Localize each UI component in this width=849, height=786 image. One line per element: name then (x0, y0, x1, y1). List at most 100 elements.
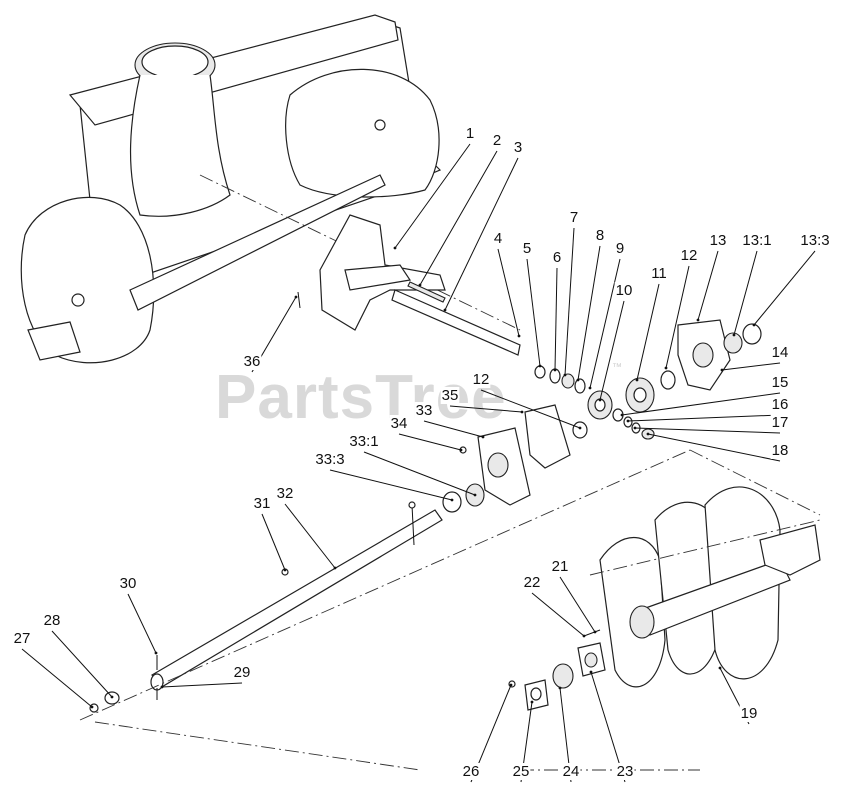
callout-leader-30 (127, 593, 157, 654)
callout-label-bg (770, 344, 790, 361)
callout-leader-33-1 (363, 451, 476, 496)
callout-leader-27 (21, 648, 93, 708)
callout-leader-33-3 (329, 469, 453, 501)
callout-label-bg (314, 451, 346, 468)
callout-arrowhead-4 (517, 334, 521, 338)
callout-leader-8 (577, 245, 601, 381)
callout-label-25: 25 (513, 763, 530, 780)
callout-arrowhead-12 (664, 366, 668, 370)
callout-arrowhead-1 (393, 246, 397, 250)
callout-label-bg (561, 763, 581, 780)
callout-label-11: 11 (651, 265, 667, 282)
callout-leader-12 (665, 265, 690, 369)
callout-label-18: 18 (772, 442, 789, 459)
callout-arrowhead-13-1 (732, 333, 736, 337)
callout-label-35: 35 (442, 387, 459, 404)
callout-label-36: 36 (244, 353, 261, 370)
callout-label-26: 26 (463, 763, 480, 780)
callout-label-30: 30 (120, 575, 137, 592)
watermark-trademark: ™ (612, 362, 622, 373)
callout-arrowhead-31 (283, 568, 287, 572)
callout-label-bg (739, 705, 759, 722)
callout-arrowhead-5 (538, 364, 542, 368)
callout-leader-2 (419, 150, 498, 286)
callout-label-4: 4 (494, 230, 502, 247)
callout-arrowhead-2 (418, 283, 422, 287)
callout-label-29: 29 (234, 664, 251, 681)
callout-label-bg (614, 240, 626, 257)
callout-label-bg (741, 232, 773, 249)
callout-label-13-3: 13:3 (800, 232, 829, 249)
callout-label-22: 22 (524, 574, 541, 591)
callout-arrowhead-34 (459, 448, 463, 452)
callout-arrowhead-29 (160, 685, 164, 689)
callout-arrowhead-33 (481, 435, 485, 439)
callout-label-14: 14 (772, 344, 789, 361)
drive-shaft (391, 281, 521, 356)
callout-label-27: 27 (14, 630, 31, 647)
callout-label-16: 16 (772, 396, 789, 413)
callout-arrowhead-8 (576, 378, 580, 382)
callout-arrowhead-17 (633, 426, 637, 430)
callout-label-bg (275, 485, 295, 502)
callout-arrowhead-24 (558, 686, 562, 690)
callout-arrowhead-13-3 (752, 323, 756, 327)
callout-arrowhead-22 (582, 634, 586, 638)
impeller-bracket (297, 214, 446, 331)
callout-label-13-1: 13:1 (742, 232, 771, 249)
callout-leader-12 (480, 389, 581, 429)
callout-leader-11 (636, 283, 660, 381)
callout-label-31: 31 (254, 495, 271, 512)
callout-label-1: 1 (466, 125, 474, 142)
callout-label-bg (348, 433, 380, 450)
callout-leader-29 (161, 682, 243, 688)
callout-label-13: 13 (710, 232, 727, 249)
callout-arrowhead-7 (563, 373, 567, 377)
callout-label-bg (770, 414, 790, 431)
callout-leader-21 (559, 576, 596, 633)
callout-leader-1 (394, 143, 471, 249)
callout-label-bg (708, 232, 728, 249)
auger-housing (20, 14, 521, 364)
callout-label-bg (799, 232, 831, 249)
callout-arrowhead-30 (154, 651, 158, 655)
callout-label-bg (650, 265, 668, 282)
callout-leader-32 (284, 503, 336, 569)
callout-label-bg (512, 139, 524, 156)
callout-arrowhead-32 (333, 566, 337, 570)
callout-label-bg (414, 402, 434, 419)
callout-label-12: 12 (473, 371, 490, 388)
callout-arrowhead-19 (718, 666, 722, 670)
callout-leader-17 (634, 427, 781, 434)
callout-arrowhead-11 (635, 378, 639, 382)
callout-leader-13-3 (753, 250, 816, 326)
bearing-flange-set (508, 629, 606, 711)
callout-leader-16 (627, 414, 781, 422)
callout-arrowhead-16 (626, 419, 630, 423)
callout-arrowhead-25 (530, 700, 534, 704)
callout-arrowhead-13 (696, 318, 700, 322)
callout-label-32: 32 (277, 485, 294, 502)
callout-label-7: 7 (570, 209, 578, 226)
callout-leader-13 (697, 250, 719, 321)
callout-arrowhead-23 (589, 670, 593, 674)
callout-label-15: 15 (772, 374, 789, 391)
callout-leader-6 (554, 267, 558, 371)
callout-label-33-1: 33:1 (349, 433, 378, 450)
callout-label-12: 12 (681, 247, 698, 264)
callout-arrowhead-12 (578, 426, 582, 430)
callout-leader-35 (449, 405, 523, 413)
callout-leader-14 (721, 362, 781, 371)
callout-label-6: 6 (553, 249, 561, 266)
callout-label-bg (594, 227, 606, 244)
callout-label-bg (440, 387, 460, 404)
callout-arrowhead-33-1 (473, 493, 477, 497)
callout-leader-34 (398, 433, 462, 451)
callout-leader-3 (444, 157, 519, 311)
callout-label-8: 8 (596, 227, 604, 244)
callout-label-bg (770, 374, 790, 391)
callout-leader-5 (526, 258, 541, 367)
auger-shaft (89, 501, 443, 713)
